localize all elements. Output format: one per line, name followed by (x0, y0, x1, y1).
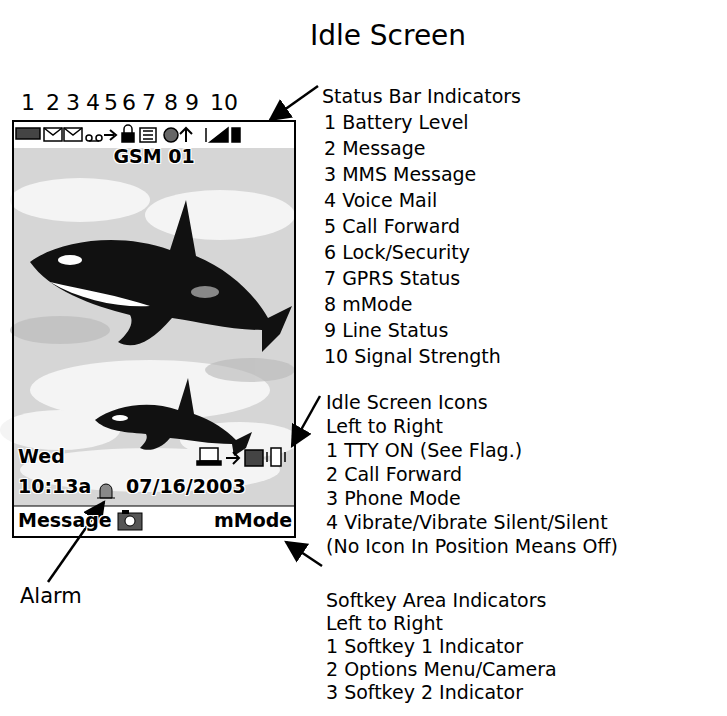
legend-item: 10 Signal Strength (324, 346, 501, 368)
clouds (0, 178, 300, 492)
section-heading: Status Bar Indicators (322, 86, 521, 108)
callout-number: 3 (66, 90, 80, 115)
legend-item: 3 Phone Mode (326, 488, 461, 510)
legend-item: 4 Voice Mail (324, 190, 437, 212)
legend-item: 5 Call Forward (324, 216, 460, 238)
legend-item: 6 Lock/Security (324, 242, 470, 264)
camera-icon-part (125, 516, 135, 526)
day-text: Wed (18, 446, 65, 468)
orca-large-part (50, 282, 150, 306)
idle-icons (197, 448, 285, 466)
softkey-rule (12, 506, 296, 507)
status-icons-part (122, 133, 134, 142)
section-note: Left to Right (326, 416, 443, 438)
clouds-part (145, 190, 295, 240)
legend-item: 4 Vibrate/Vibrate Silent/Silent (326, 512, 608, 534)
alarm-icon (97, 484, 115, 498)
status-icons-part (140, 128, 156, 142)
status-icons-part (205, 128, 207, 142)
callout-number: 8 (164, 90, 178, 115)
status-icons-part (210, 128, 228, 142)
orca-large-part (191, 286, 219, 298)
callout-number: 7 (142, 90, 156, 115)
legend-item: 9 Line Status (324, 320, 448, 342)
status-icons-part (64, 128, 82, 141)
cloud-shade-part (10, 316, 110, 344)
status-bar (12, 120, 296, 148)
section-heading: Idle Screen Icons (326, 392, 488, 414)
status-icons-part (64, 128, 82, 135)
callout-label: Alarm (20, 584, 82, 608)
legend-item: 8 mMode (324, 294, 412, 316)
phone-screen: GSM 01 Wed 10:13a 07/16/2003Message mMode (12, 120, 296, 538)
status-icons (16, 125, 240, 142)
orca-small-part (112, 415, 128, 421)
callout-number: 4 (86, 90, 100, 115)
orca-large-part (58, 255, 82, 265)
status-icons-part (124, 125, 132, 133)
legend-item: 2 Options Menu/Camera (326, 659, 557, 681)
legend-item: 1 Softkey 1 Indicator (326, 636, 523, 658)
softkey-label: Message (18, 510, 112, 532)
status-icons-part (96, 135, 102, 141)
idle-icons-part (197, 461, 221, 465)
legend-item: 3 MMS Message (324, 164, 476, 186)
status-icons-part (104, 130, 116, 140)
callout-number: 6 (122, 90, 136, 115)
legend-item: 2 Call Forward (326, 464, 462, 486)
clouds-part (10, 178, 150, 222)
orca-small-part (95, 378, 252, 456)
camera-icon (118, 510, 142, 530)
section-heading: Softkey Area Indicators (326, 590, 546, 612)
network-name: GSM 01 (113, 146, 194, 168)
softkey-label: mMode (214, 510, 292, 532)
legend-item: 3 Softkey 2 Indicator (326, 682, 523, 704)
legend-item: 2 Message (324, 138, 425, 160)
status-icons-part (89, 140, 99, 142)
camera-icon-part (118, 513, 142, 530)
pointer-arrows (48, 86, 322, 582)
status-icons-part (232, 128, 240, 142)
callout-number: 1 (21, 90, 35, 115)
time-text: 10:13a (18, 476, 91, 498)
idle-icons-part (226, 452, 239, 464)
status-icons-part (44, 128, 62, 141)
pointer-arrows-part (286, 542, 322, 566)
idle-icons-part (200, 448, 218, 461)
status-icons-part (143, 131, 153, 139)
idle-icons-part (267, 452, 285, 462)
callout-number: 10 (210, 90, 238, 115)
section-note: (No Icon In Position Means Off) (326, 536, 618, 558)
idle-icons-part (271, 448, 281, 466)
idle-icons-part (245, 450, 263, 466)
status-icons-part (180, 128, 192, 142)
orca-large (30, 200, 292, 352)
legend-item: 7 GPRS Status (324, 268, 460, 290)
diagram-title: Idle Screen (310, 20, 466, 52)
callout-number: 9 (185, 90, 199, 115)
softkey-bar (12, 506, 296, 538)
legend-item: 1 TTY ON (See Flag.) (326, 440, 522, 462)
legend-item: 1 Battery Level (324, 112, 469, 134)
status-icons-part (16, 128, 40, 139)
pointer-arrows-part (270, 86, 318, 120)
pointer-arrows-part (292, 396, 320, 446)
orca-small (95, 378, 252, 456)
status-icons-part (164, 128, 178, 142)
callout-number: 2 (46, 90, 60, 115)
section-note: Left to Right (326, 613, 443, 635)
orca-large-part (30, 200, 292, 352)
status-icons-part (86, 135, 92, 141)
cloud-shade-part (205, 358, 295, 382)
date-text: 07/16/2003 (126, 476, 246, 498)
camera-icon-part (122, 510, 129, 514)
callout-number: 5 (104, 90, 118, 115)
status-icons-part (44, 128, 62, 135)
